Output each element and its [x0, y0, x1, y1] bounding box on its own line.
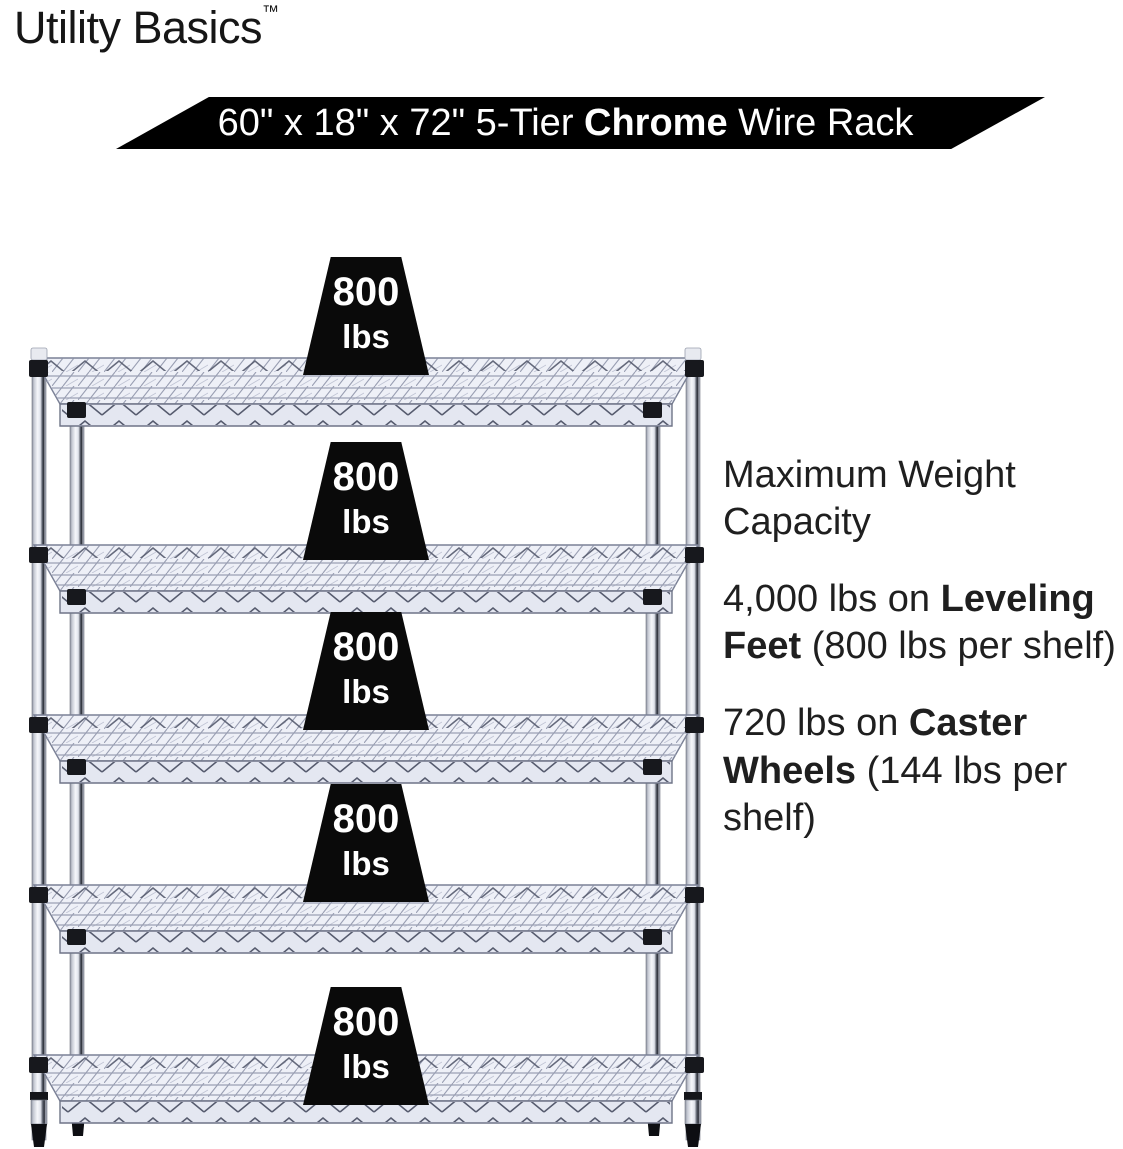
- trademark-symbol: ™: [262, 2, 280, 21]
- rack-post-back-right: [685, 349, 701, 1141]
- weight-unit: lbs: [342, 673, 390, 710]
- banner-dimensions: 60" x 18" x 72" 5-Tier: [217, 102, 585, 144]
- rack-illustration: [29, 347, 704, 1147]
- weight-value: 800: [332, 625, 400, 669]
- leveling-foot-back-left: [30, 1092, 48, 1147]
- weight-unit: lbs: [342, 1048, 390, 1085]
- weight-value: 800: [332, 455, 400, 499]
- caster-wheels-spec: 720 lbs on Caster Wheels (144 lbs per sh…: [723, 702, 1068, 839]
- weight-unit: lbs: [342, 503, 390, 540]
- leveling-foot-back-right: [684, 1092, 702, 1147]
- weight-value: 800: [332, 270, 400, 314]
- weight-unit: lbs: [342, 845, 390, 882]
- weight-unit: lbs: [342, 318, 390, 355]
- leveling-feet-spec: 4,000 lbs on Leveling Feet (800 lbs per …: [723, 578, 1116, 668]
- post-top-cap-left: [30, 347, 48, 361]
- spec-text-block: Maximum Weight Capacity 4,000 lbs on Lev…: [723, 452, 1123, 872]
- product-title-banner: 60" x 18" x 72" 5-Tier Chrome Wire Rack: [116, 97, 1045, 149]
- brand-logo: Utility Basics™: [14, 2, 279, 54]
- weight-badge-shelf-1: 800 lbs: [303, 257, 429, 375]
- banner-material: Chrome: [584, 102, 728, 144]
- banner-product: Wire Rack: [727, 102, 914, 144]
- shelf-collars: [29, 360, 704, 1073]
- post-top-cap-right: [684, 347, 702, 361]
- rack-post-back-left: [31, 349, 47, 1141]
- brand-name: Utility Basics: [14, 2, 263, 53]
- max-weight-heading: Maximum Weight Capacity: [723, 454, 1016, 544]
- weight-value: 800: [332, 1000, 400, 1044]
- weight-value: 800: [332, 797, 400, 841]
